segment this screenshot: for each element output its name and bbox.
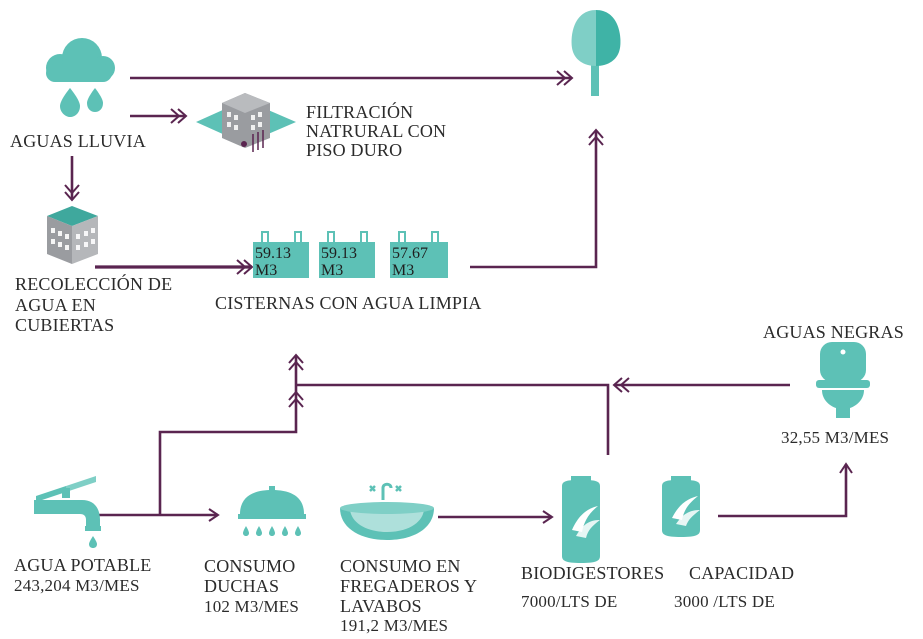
biodigester-tank-icon (562, 476, 600, 563)
cisterns-label: CISTERNAS CON AGUA LIMPIA (215, 293, 482, 313)
sinks-label-line3: LAVABOS (340, 596, 422, 616)
sinks-label-line2: FREGADEROS Y (340, 576, 478, 596)
flow-capacity-to-blackwater (718, 462, 853, 518)
flow-cisterns-to-tree (470, 128, 604, 269)
building-icon (47, 206, 98, 264)
showers-label-line2: DUCHAS (204, 576, 280, 596)
cistern-tank-2 (319, 231, 375, 278)
building-plaza-icon (196, 93, 296, 152)
rain-cloud-icon (46, 38, 115, 117)
sinks-label-line1: CONSUMO EN (340, 556, 461, 576)
cistern-tank-3 (390, 231, 448, 278)
cistern-3-unit: M3 (392, 262, 415, 279)
filtration-label-line2: NATRURAL CON (306, 121, 447, 141)
cistern-1-value: 59.13 (255, 245, 291, 262)
roof-collection-label-line1: RECOLECCIÓN DE (15, 274, 173, 294)
filtration-label-line3: PISO DURO (306, 140, 403, 160)
showers-label-line3: 102 M3/MES (204, 597, 300, 616)
capacity-tank-icon (662, 476, 700, 537)
flow-return-from-biodigesters (296, 383, 610, 455)
capacity-label-line1: CAPACIDAD (689, 563, 795, 583)
cistern-2-unit: M3 (321, 262, 344, 279)
rain-label: AGUAS LLUVIA (10, 131, 146, 151)
biodigesters-label-line2: 7000/LTS DE (521, 592, 618, 611)
roof-collection-label-line2: AGUA EN (15, 295, 96, 315)
cistern-3-value: 57.67 (392, 245, 428, 262)
sink-icon (340, 482, 434, 540)
shower-icon (238, 486, 306, 536)
potable-label-line2: 243,204 M3/MES (14, 576, 140, 595)
flow-lines (64, 70, 853, 524)
roof-collection-label-line3: CUBIERTAS (15, 315, 115, 335)
black-water-label: AGUAS NEGRAS (763, 322, 904, 342)
filtration-label-line1: FILTRACIÓN (306, 102, 414, 122)
faucet-icon (34, 476, 101, 548)
potable-label-line1: AGUA POTABLE (14, 555, 152, 575)
biodigesters-label-line1: BIODIGESTORES (521, 563, 665, 583)
cistern-1-unit: M3 (255, 262, 278, 279)
toilet-icon (816, 342, 870, 418)
showers-label-line1: CONSUMO (204, 556, 296, 576)
flow-potable-to-cisterns (158, 390, 304, 515)
cistern-tank-1 (253, 231, 309, 278)
sinks-label-line4: 191,2 M3/MES (340, 616, 449, 635)
black-water-value: 32,55 M3/MES (781, 428, 890, 447)
capacity-label-line2: 3000 /LTS DE (674, 592, 775, 611)
cistern-2-value: 59.13 (321, 245, 357, 262)
tree-icon (571, 10, 621, 96)
